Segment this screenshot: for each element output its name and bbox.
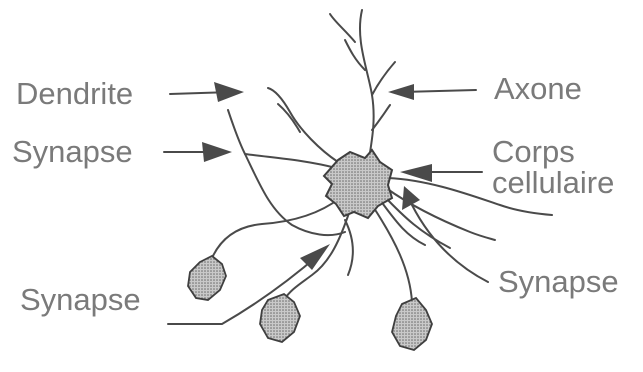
label-corps-line2: cellulaire [492,167,614,198]
dendrite-upper [268,88,338,162]
label-synapse-right: Synapse [498,266,619,297]
axon-branch-lower [372,105,390,130]
label-axone: Axone [494,73,582,104]
axon-branch-right [372,62,395,95]
synapse-terminal-bottom-left [260,294,300,342]
axon-trunk [360,10,374,165]
synapse-terminal-bottom-right [392,298,432,350]
label-corps-cellulaire: Corps cellulaire [492,136,614,198]
dendrite-left [228,110,336,168]
synapse-terminal-left [188,256,226,300]
label-synapse-bottom: Synapse [20,284,141,315]
label-corps-line1: Corps [492,136,614,167]
dendrite-upper-b [278,104,300,132]
label-synapse-left: Synapse [12,136,133,167]
dendrite-lower-right [372,205,412,302]
axon-branch-left [330,14,355,42]
dendrite-lower-mid-b [345,220,353,275]
dendrite-arrowhead-icon [214,82,244,102]
label-dendrite: Dendrite [16,78,133,109]
axone-arrowhead-icon [388,84,414,100]
synapse-left-arrowhead-icon [202,142,232,162]
